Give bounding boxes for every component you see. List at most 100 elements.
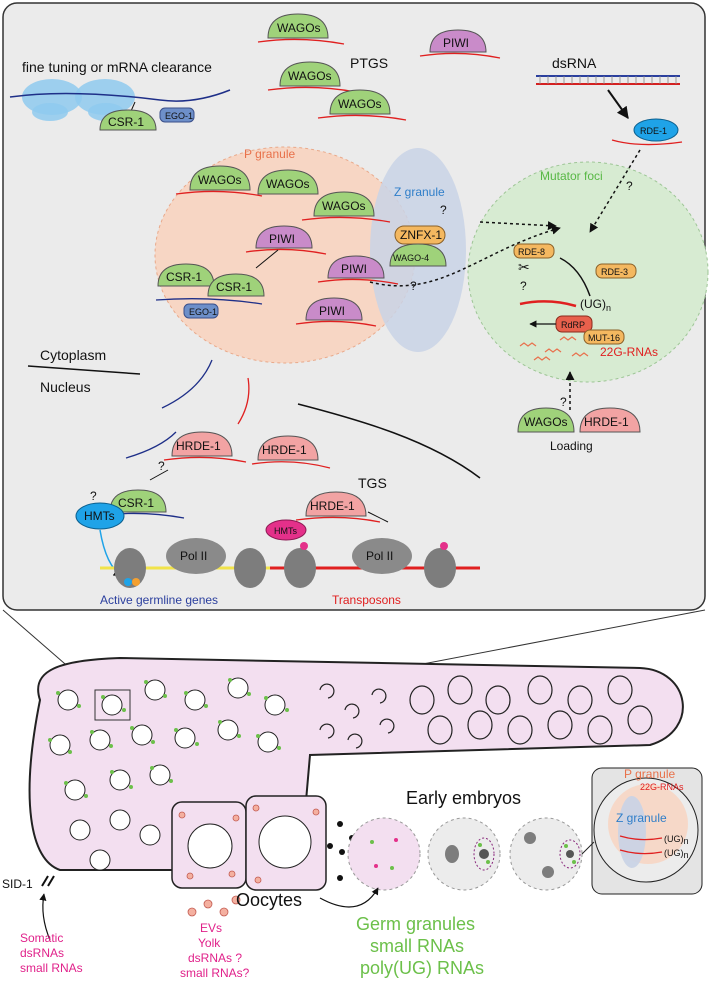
question-mark-rde8: ? [520, 279, 527, 293]
wago4-protein: WAGO-4 [389, 243, 447, 267]
somatic-line-1: Somatic [20, 931, 63, 945]
pol2-right: Pol II [352, 538, 412, 574]
csr1-protein-top: CSR-1 [99, 109, 157, 131]
inset-ug-rna-2 [619, 849, 663, 855]
mutator-foci-compartment [467, 161, 709, 383]
ego1-protein-top: EGO-1 [159, 107, 195, 123]
wagos-protein-1: WAGOs [257, 13, 345, 45]
csr1-pgranule-2: CSR-1 [155, 273, 265, 305]
svg-text:WAGO-4: WAGO-4 [393, 253, 429, 263]
svg-text:HMTs: HMTs [274, 526, 297, 536]
inset-ug-label-1: (UG)n [664, 834, 689, 846]
sid1-label: SID-1 [2, 877, 33, 891]
pol2-left: Pol II [166, 538, 226, 574]
meiotic-nuclei-crescents [319, 683, 395, 749]
svg-text:WAGOs: WAGOs [338, 97, 382, 111]
hmts-protein-right: HMTs [265, 519, 307, 541]
svg-text:CSR-1: CSR-1 [166, 270, 202, 284]
large-nuclei [409, 675, 653, 745]
ug-tail-rna [519, 300, 577, 308]
embryo-germ-granules [370, 832, 581, 878]
question-mark-load: ? [560, 395, 567, 409]
germ-line-3: poly(UG) RNAs [360, 958, 484, 978]
germ-line-1: Germ granules [356, 914, 475, 934]
scissors-icon: ✂ [518, 259, 530, 275]
z-granule-label: Z granule [394, 185, 445, 199]
nuclear-rna-1 [125, 431, 177, 459]
svg-text:HRDE-1: HRDE-1 [584, 415, 629, 429]
wagos-protein-3: WAGOs [317, 89, 407, 121]
inset-p-granule-label: P granule [624, 767, 675, 781]
inset-22g-label: 22G-RNAs [640, 782, 684, 792]
svg-text:EGO-1: EGO-1 [189, 307, 217, 317]
embryo-1 [347, 817, 421, 891]
question-mark: ? [626, 179, 633, 193]
svg-text:ZNFX-1: ZNFX-1 [400, 228, 442, 242]
mrna-strand [9, 89, 231, 102]
rde8-protein: RDE-8 [513, 243, 555, 259]
embryo-2 [427, 817, 501, 891]
mrna-export-1 [161, 359, 213, 409]
inset-z-granule-label: Z granule [616, 811, 667, 825]
svg-text:WAGOs: WAGOs [288, 69, 332, 83]
wagos-pgranule-2: WAGOs [257, 169, 319, 195]
svg-text:EGO-1: EGO-1 [165, 111, 193, 121]
oocytes-label: Oocytes [236, 890, 302, 910]
22g-rnas-label: 22G-RNAs [600, 345, 658, 359]
oocyte-nucleus-1 [187, 823, 233, 869]
question-mark-hrde: ? [158, 459, 165, 473]
fine-tuning-label: fine tuning or mRNA clearance [22, 59, 212, 75]
somatic-line-2: dsRNAs [20, 946, 64, 960]
svg-text:RDE-8: RDE-8 [518, 247, 545, 257]
piwi-pgranule-1: PIWI [245, 225, 327, 255]
svg-text:HRDE-1: HRDE-1 [310, 499, 355, 513]
transposons-label: Transposons [332, 593, 401, 607]
svg-text:CSR-1: CSR-1 [118, 496, 154, 510]
evs-line-2: Yolk [198, 936, 221, 950]
dsrna-label: dsRNA [552, 55, 597, 71]
22g-rna-fragments [519, 336, 589, 361]
piwi-to-foci-arrow [369, 225, 561, 287]
svg-text:WAGOs: WAGOs [524, 415, 568, 429]
hmts-protein-left: HMTs [75, 502, 125, 530]
inset-ug-label-2: (UG)n [664, 848, 689, 860]
rde3-protein: RDE-3 [595, 263, 637, 279]
cytoplasm-label: Cytoplasm [40, 347, 106, 363]
nuclear-membrane-right [297, 403, 481, 479]
wagos-protein-2: WAGOs [267, 61, 357, 93]
wagos-loading: WAGOs [517, 407, 575, 433]
svg-text:WAGOs: WAGOs [322, 199, 366, 213]
nuclear-membrane-left [27, 365, 141, 375]
p-granule-label: P granule [244, 147, 295, 161]
csr1-pgranule-1: CSR-1 [157, 263, 215, 287]
wagos-pgranule-1: WAGOs [175, 165, 263, 197]
znfx1-protein: ZNFX-1 [394, 225, 446, 245]
mut16-protein: MUT-16 [583, 329, 625, 345]
svg-text:RDE-3: RDE-3 [601, 267, 628, 277]
inset-ug-rna-1 [619, 835, 663, 841]
svg-text:RdRP: RdRP [561, 320, 585, 330]
svg-text:Pol II: Pol II [366, 549, 393, 563]
hrde1-protein-nuc1: HRDE-1 [163, 431, 247, 463]
oocyte-nucleus-2 [258, 815, 312, 869]
csr1-hrde-inhibit [149, 469, 169, 481]
hrde1-protein-nuc3: HRDE-1 [295, 491, 381, 523]
piwi-pgranule-2: PIWI [317, 255, 399, 285]
evs-line-3: dsRNAs ? [188, 951, 242, 965]
nucleosomes-left [114, 548, 266, 588]
mutator-foci-label: Mutator foci [540, 169, 603, 183]
svg-text:CSR-1: CSR-1 [216, 280, 252, 294]
hrde1-loading: HRDE-1 [579, 407, 641, 433]
csr1-piwi-inhibit [255, 249, 279, 269]
germ-granule-dots [48, 678, 289, 798]
svg-text:PIWI: PIWI [319, 304, 345, 318]
inset-z-granule [618, 796, 646, 868]
cleavage-path [559, 257, 591, 297]
svg-text:RDE-1: RDE-1 [640, 126, 667, 136]
nucleosomes-right [284, 542, 456, 588]
piwi-protein-top: PIWI [419, 29, 501, 59]
svg-text:PIWI: PIWI [269, 232, 295, 246]
svg-text:HRDE-1: HRDE-1 [262, 443, 307, 457]
dsrna-duplex [536, 75, 680, 85]
